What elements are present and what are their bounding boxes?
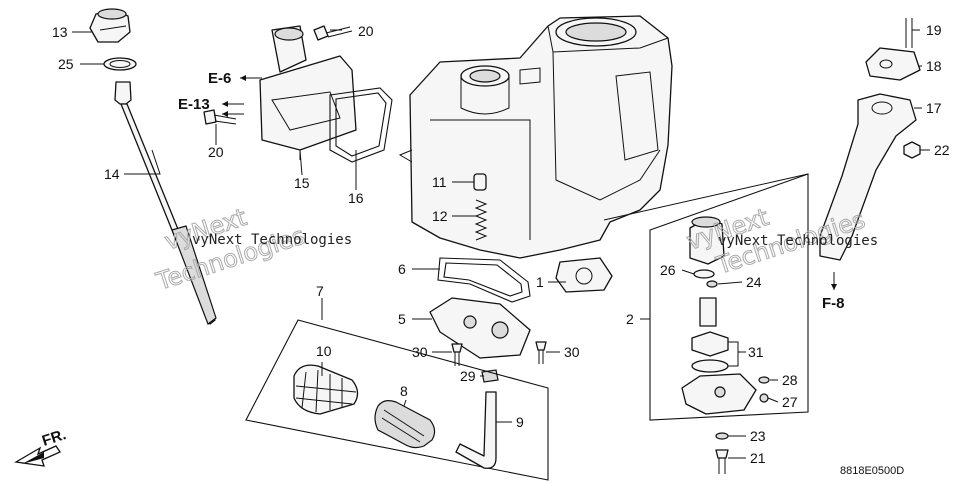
bolt: [759, 393, 769, 403]
washer: [715, 432, 729, 440]
oil-strainer-screen: [293, 364, 359, 415]
stud: [905, 18, 913, 48]
pump-rotors: [691, 331, 729, 373]
callout-label: 30: [564, 344, 580, 360]
engine-block: [398, 15, 673, 259]
callout-label: 22: [934, 142, 950, 158]
leader-lines: [72, 29, 930, 459]
callout-label: 16: [348, 190, 364, 206]
callout-label: 31: [748, 344, 764, 360]
callout-label: 12: [432, 208, 448, 224]
pump-cover: [681, 373, 757, 415]
nut: [903, 141, 921, 159]
svg-text:vyNext Technologies: vyNext Technologies: [192, 232, 352, 248]
callout-label: 10: [316, 343, 332, 359]
callout-label: 6: [398, 261, 406, 277]
spring: [474, 199, 488, 241]
plate: [865, 47, 921, 81]
callout-label: 8: [400, 383, 408, 399]
oil-pipe: [455, 391, 497, 469]
oil-pump-body: [689, 216, 725, 265]
callout-label: 27: [782, 394, 798, 410]
cylinder-head-cover: [259, 25, 357, 160]
front-direction-label: FR.: [40, 426, 68, 450]
callout-label: 20: [208, 144, 224, 160]
breather-tube: [819, 93, 917, 261]
callout-label: 24: [746, 274, 762, 290]
washer: [706, 280, 718, 288]
pump-shaft: [699, 297, 717, 327]
callout-labels: 13 25 14 20 20 15 16 11 12 6 1 5 30 30 2…: [52, 22, 950, 466]
callout-label: 30: [412, 344, 428, 360]
reference-e6: E-6: [208, 70, 231, 87]
callout-label: 18: [926, 58, 942, 74]
reference-e13: E-13: [178, 96, 210, 113]
bolt: [715, 449, 729, 474]
callout-label: 13: [52, 24, 68, 40]
callout-label: 26: [660, 262, 676, 278]
callout-label: 17: [926, 100, 942, 116]
oil-pump-frame: [649, 173, 809, 421]
dipstick: [114, 81, 217, 325]
svg-text:vyNext Technologies: vyNext Technologies: [718, 233, 878, 249]
callout-label: 5: [398, 311, 406, 327]
reference-f8: F-8: [822, 295, 845, 312]
reference-arrows: [222, 75, 837, 290]
callout-label: 19: [926, 22, 942, 38]
flange-gasket: [555, 257, 613, 293]
bolt: [535, 341, 547, 364]
callout-label: 28: [782, 372, 798, 388]
callout-label: 1: [536, 274, 544, 290]
callout-label: 23: [750, 428, 766, 444]
o-ring: [693, 269, 715, 279]
oil-pump-plate: [429, 297, 531, 359]
bolt: [313, 25, 353, 41]
callout-label: 7: [316, 283, 324, 299]
callout-label: 14: [104, 166, 120, 182]
washer: [758, 376, 770, 384]
diagram-code: 8818E0500D: [840, 465, 904, 477]
callout-label: 20: [358, 23, 374, 39]
callout-label: 29: [460, 368, 476, 384]
callout-label: 11: [432, 174, 447, 190]
front-arrow-icon: [14, 445, 61, 467]
oil-filter-element: [374, 400, 436, 449]
callout-label: 15: [294, 175, 310, 191]
callout-label: 9: [516, 414, 524, 430]
callout-label: 25: [58, 56, 74, 72]
head-cover-gasket: [329, 87, 393, 163]
strainer-group-frame: [245, 319, 549, 481]
bolt: [203, 109, 237, 125]
o-ring: [103, 57, 137, 71]
gasket: [437, 257, 531, 303]
callout-label: 2: [626, 311, 634, 327]
oil-filler-cap: [89, 8, 131, 43]
dowel-pin: [473, 173, 487, 191]
callout-label: 21: [750, 450, 766, 466]
